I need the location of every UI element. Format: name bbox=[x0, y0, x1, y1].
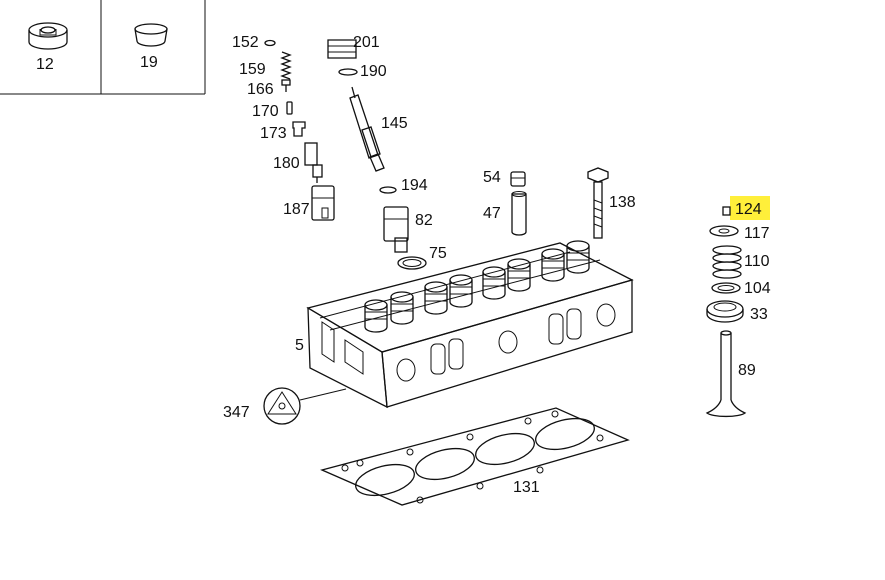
label-201[interactable]: 201 bbox=[353, 34, 380, 51]
label-117[interactable]: 117 bbox=[744, 225, 770, 242]
part-159-icon[interactable] bbox=[280, 51, 292, 80]
part-5-icon[interactable] bbox=[306, 240, 634, 409]
label-5[interactable]: 5 bbox=[295, 337, 304, 354]
label-124[interactable]: 124 bbox=[735, 201, 762, 218]
part-180-icon[interactable] bbox=[304, 142, 323, 183]
part-131-icon[interactable] bbox=[320, 407, 630, 506]
part-labels: 152 201 159 190 166 170 145 173 180 194 … bbox=[223, 34, 771, 496]
label-166[interactable]: 166 bbox=[247, 81, 274, 98]
label-187[interactable]: 187 bbox=[283, 201, 310, 218]
part-104-icon[interactable] bbox=[711, 282, 741, 294]
part-166-icon[interactable] bbox=[281, 79, 291, 92]
part-187-icon[interactable] bbox=[311, 185, 335, 221]
label-152[interactable]: 152 bbox=[232, 34, 259, 51]
inset-label-19[interactable]: 19 bbox=[140, 54, 158, 71]
inset-label-12[interactable]: 12 bbox=[36, 56, 54, 73]
label-159[interactable]: 159 bbox=[239, 61, 266, 78]
label-145[interactable]: 145 bbox=[381, 115, 408, 132]
part-201-icon[interactable] bbox=[327, 39, 357, 59]
label-180[interactable]: 180 bbox=[273, 155, 300, 172]
part-173-icon[interactable] bbox=[292, 121, 306, 137]
label-75[interactable]: 75 bbox=[429, 245, 447, 262]
label-138[interactable]: 138 bbox=[609, 194, 636, 211]
part-138-icon[interactable] bbox=[587, 167, 609, 239]
part-117-icon[interactable] bbox=[709, 225, 739, 237]
part-194-icon[interactable] bbox=[379, 186, 397, 194]
part-82-icon[interactable] bbox=[383, 206, 409, 253]
part-190-icon[interactable] bbox=[338, 68, 358, 76]
part-47-icon[interactable] bbox=[511, 191, 527, 236]
label-194[interactable]: 194 bbox=[401, 177, 428, 194]
part-145-icon[interactable] bbox=[349, 86, 385, 172]
part-170-icon[interactable] bbox=[286, 101, 293, 115]
part-110-icon[interactable] bbox=[712, 245, 742, 279]
label-104[interactable]: 104 bbox=[744, 280, 771, 297]
label-54[interactable]: 54 bbox=[483, 169, 501, 186]
label-47[interactable]: 47 bbox=[483, 205, 501, 222]
label-173[interactable]: 173 bbox=[260, 125, 287, 142]
label-170[interactable]: 170 bbox=[252, 103, 279, 120]
part-54-icon[interactable] bbox=[510, 171, 526, 187]
part-75-icon[interactable] bbox=[397, 256, 427, 270]
part-152-icon[interactable] bbox=[264, 39, 276, 47]
part-347-icon[interactable] bbox=[263, 387, 347, 425]
label-190[interactable]: 190 bbox=[360, 63, 387, 80]
part-89-icon[interactable] bbox=[705, 330, 747, 418]
label-33[interactable]: 33 bbox=[750, 306, 768, 323]
part-12-icon[interactable] bbox=[28, 22, 68, 50]
label-89[interactable]: 89 bbox=[738, 362, 756, 379]
inset-box bbox=[0, 0, 206, 95]
part-19-icon[interactable] bbox=[134, 23, 168, 47]
label-131[interactable]: 131 bbox=[513, 479, 540, 496]
part-124-icon[interactable] bbox=[722, 206, 731, 216]
highlight-box-124 bbox=[730, 196, 770, 220]
label-110[interactable]: 110 bbox=[744, 253, 770, 270]
label-82[interactable]: 82 bbox=[415, 212, 433, 229]
part-33-icon[interactable] bbox=[706, 300, 744, 323]
label-347[interactable]: 347 bbox=[223, 404, 250, 421]
